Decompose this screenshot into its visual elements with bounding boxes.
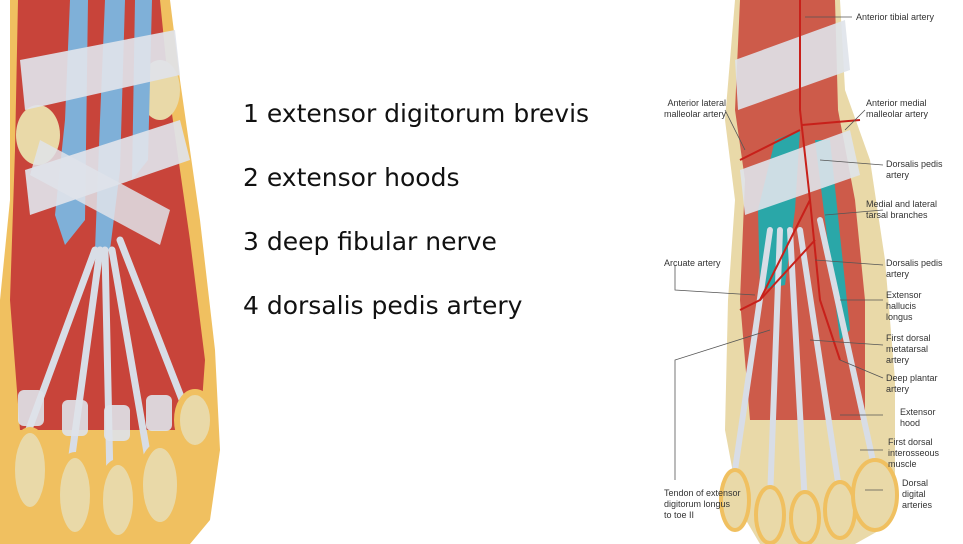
superior-extensor-retinaculum	[735, 20, 850, 110]
extensor-tendons	[732, 217, 878, 508]
label-anterior-medial-malleolar-artery: Anterior medial malleolar artery	[866, 98, 929, 119]
label-deep-plantar-artery: Deep plantar artery	[886, 373, 938, 394]
list-item: 2 extensor hoods	[243, 163, 460, 192]
extensor-hoods	[18, 390, 172, 441]
toes	[9, 389, 216, 541]
label-dorsal-digital-arteries: Dorsal digital arteries	[902, 478, 933, 510]
extensor-sheath	[815, 140, 850, 340]
muscle-mass	[735, 0, 865, 420]
label-first-dorsal-metatarsal-artery: First dorsal metatarsal artery	[886, 333, 931, 365]
inferior-extensor-retinaculum	[30, 140, 170, 245]
foot-dorsum-illustration-right	[674, 0, 899, 544]
list-item: 4 dorsalis pedis artery	[243, 291, 523, 320]
label-medial-lateral-tarsal-branches: Medial and lateral tarsal branches	[866, 199, 938, 220]
label-extensor-hallucis-longus: Extensor hallucis longus	[886, 290, 922, 322]
structure-list: 1 extensor digitorum brevis 2 extensor h…	[243, 92, 589, 348]
superior-extensor-retinaculum	[20, 30, 180, 110]
foot-dorsum-illustration-left	[0, 0, 220, 544]
label-extensor-hood: Extensor hood	[900, 407, 936, 428]
label-dorsalis-pedis-artery: Dorsalis pedis artery	[886, 159, 943, 180]
list-item: 3 deep fibular nerve	[243, 227, 497, 256]
label-leader-lines	[674, 16, 884, 491]
label-anterior-lateral-malleolar-artery: Anterior lateral malleolar artery	[663, 98, 726, 119]
label-anterior-tibial-artery: Anterior tibial artery	[856, 12, 935, 22]
label-tendon-extensor-digitorum-longus: Tendon of extensor digitorum longus to t…	[664, 488, 741, 520]
label-first-dorsal-interosseous-muscle: First dorsal interosseous muscle	[888, 437, 940, 469]
inferior-extensor-retinaculum	[740, 130, 860, 215]
arteries	[739, 0, 861, 361]
toes	[719, 458, 899, 544]
label-arcuate-artery: Arcuate artery	[664, 258, 721, 268]
list-item: 1 extensor digitorum brevis	[243, 99, 590, 128]
label-dorsalis-pedis-artery-2: Dorsalis pedis artery	[886, 258, 943, 279]
